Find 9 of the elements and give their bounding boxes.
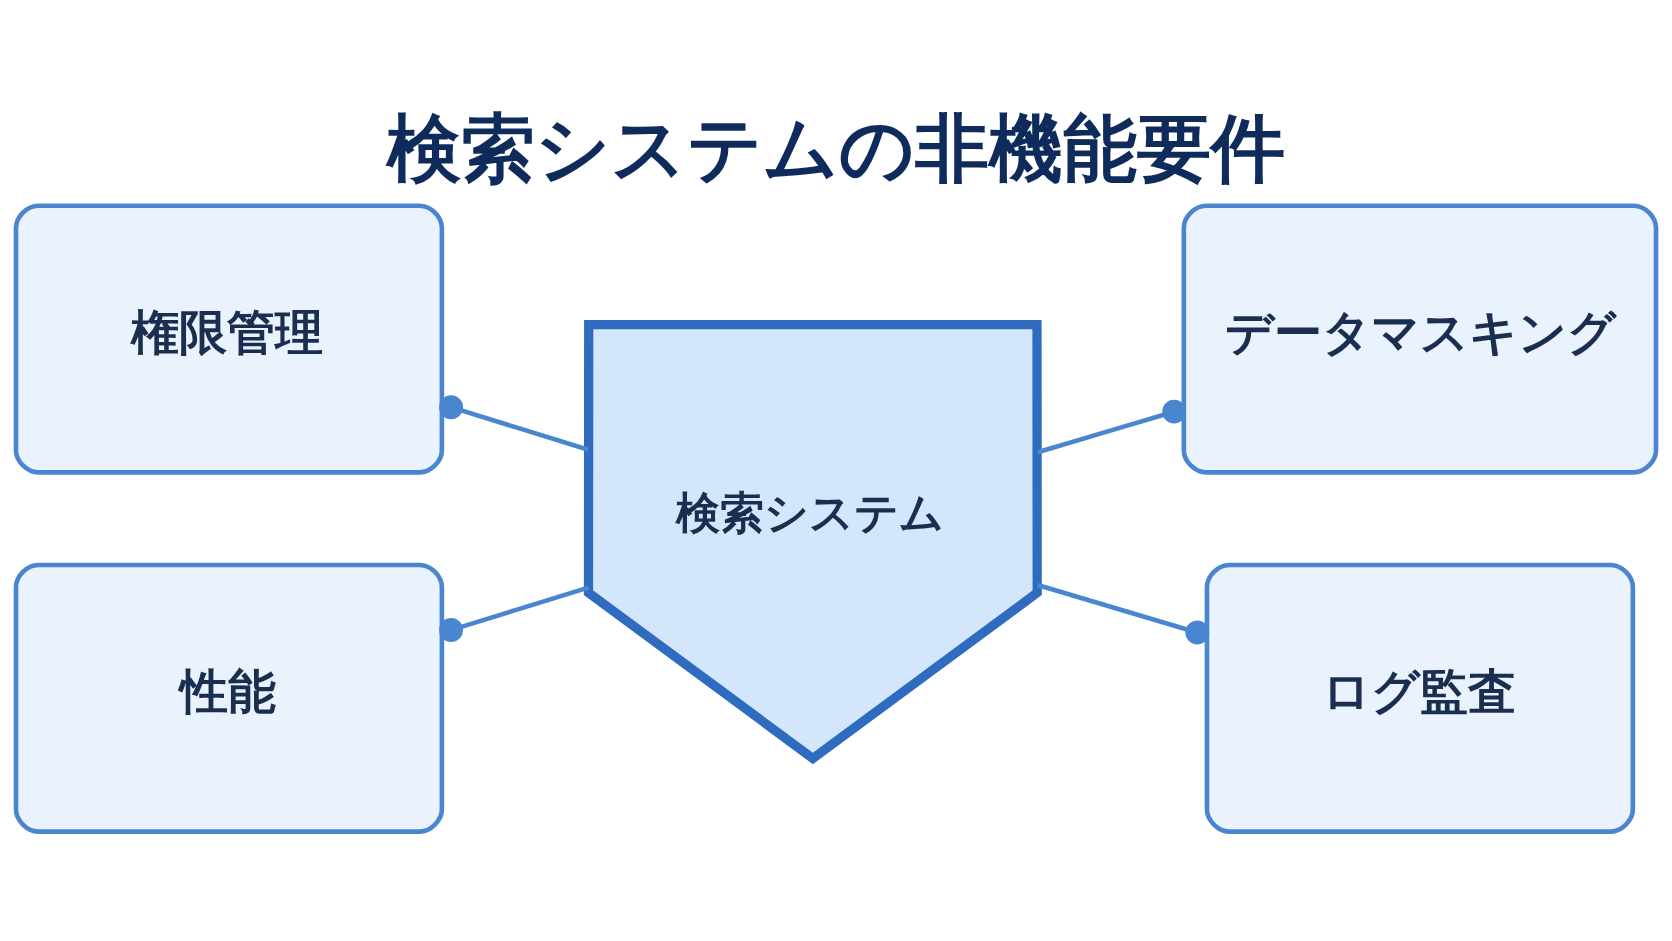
node-box: ログ監査 [1204,562,1636,834]
diagram-title: 検索システムの非機能要件 [386,105,1285,192]
node-box: データマスキング [1181,203,1659,475]
node-box: 性能 [13,562,445,834]
connector [439,395,589,452]
node-box: 権限管理 [13,203,445,475]
connector [1037,399,1187,455]
connector [1037,582,1210,645]
connector [439,585,589,642]
